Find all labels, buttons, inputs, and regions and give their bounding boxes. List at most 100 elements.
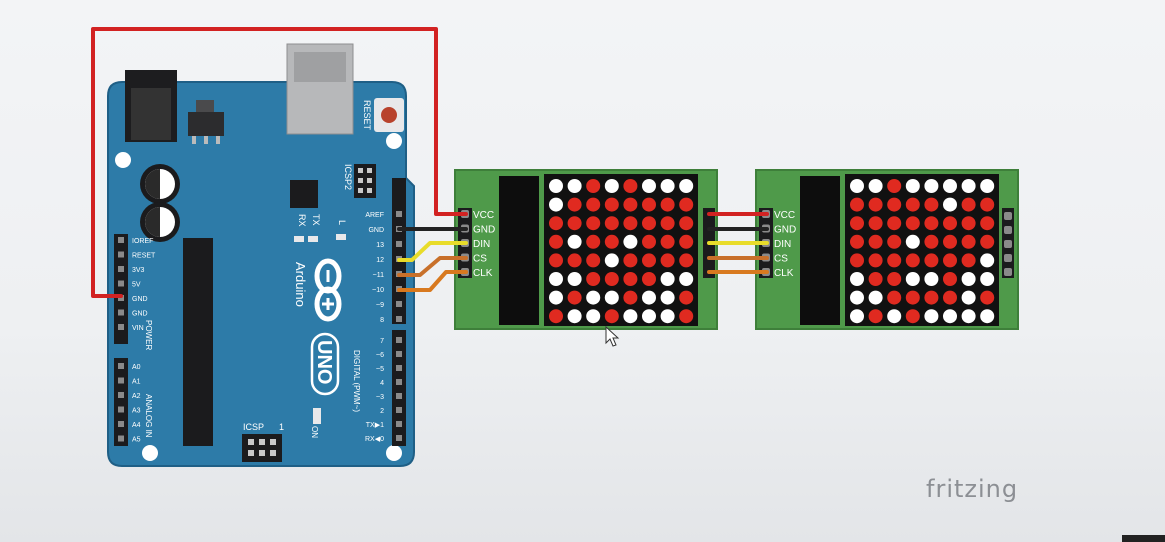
led-off (905, 234, 920, 249)
led-on (868, 253, 883, 268)
header-pin[interactable] (118, 435, 124, 442)
power-pin-label: 3V3 (132, 267, 145, 274)
led-on (980, 216, 995, 231)
led-on (868, 234, 883, 249)
digital-pin-label: ~11 (373, 272, 384, 279)
led-on (642, 216, 656, 231)
header-pin[interactable] (118, 377, 124, 384)
wire-cs[interactable] (397, 256, 468, 277)
l-led (336, 234, 346, 240)
led-off (980, 272, 995, 286)
wire-din[interactable] (397, 241, 468, 262)
header-pin[interactable] (396, 241, 402, 247)
analog-header (114, 358, 128, 446)
led-off (549, 290, 563, 305)
header-pin[interactable] (396, 337, 402, 343)
header-pin[interactable] (118, 421, 124, 427)
led-on (887, 272, 902, 286)
led-off (660, 179, 675, 193)
led-off (642, 309, 656, 324)
wire-clk[interactable] (397, 270, 468, 292)
led-on (980, 234, 995, 249)
led-on (623, 290, 638, 305)
header-pin[interactable] (396, 365, 402, 371)
driver-chip (499, 176, 539, 325)
header-pin[interactable] (396, 379, 402, 385)
led-off (660, 309, 675, 324)
mounting-hole (386, 133, 402, 149)
power-pin-label: 5V (132, 282, 141, 289)
header-pin[interactable] (396, 351, 402, 357)
header-pin[interactable] (396, 421, 402, 427)
led-off (642, 179, 656, 193)
led-off (549, 272, 563, 286)
led-off (868, 290, 883, 305)
led-on (623, 179, 638, 193)
header-pin[interactable] (118, 392, 124, 398)
led-on (961, 197, 976, 212)
led-on (623, 253, 638, 268)
header-pin[interactable] (396, 211, 402, 217)
led-off (623, 309, 638, 324)
header-pin[interactable] (118, 324, 124, 330)
led-off (943, 309, 957, 324)
header-pin[interactable] (118, 406, 124, 413)
reset-button-cap[interactable] (381, 107, 397, 123)
led-on (887, 197, 902, 212)
led-off (660, 272, 675, 286)
led-on (943, 290, 957, 305)
led-on (623, 216, 638, 231)
led-on (549, 309, 563, 324)
led-on (887, 216, 902, 231)
led-on (586, 216, 601, 231)
header-pin[interactable] (118, 280, 124, 287)
led-on (943, 253, 957, 268)
capacitor (140, 202, 180, 242)
header-pin[interactable] (118, 237, 124, 243)
uno-badge: UNO (310, 332, 340, 396)
header-pin[interactable] (396, 316, 402, 322)
usb-inner (294, 52, 346, 82)
led-on (850, 216, 864, 231)
led-on (924, 216, 939, 231)
led-on (905, 253, 920, 268)
uno-label: UNO (313, 340, 335, 384)
digital-pin-label: ~9 (376, 302, 384, 309)
mouse-cursor-icon (605, 325, 620, 347)
led-off (980, 253, 995, 268)
on-led (313, 408, 321, 424)
led-on (868, 309, 883, 324)
led-on (642, 272, 656, 286)
led-on (586, 197, 601, 212)
header-pin[interactable] (396, 407, 402, 413)
led-on (660, 234, 675, 249)
led-on (961, 234, 976, 249)
digital-pin-label: ~3 (376, 394, 384, 401)
header-pin[interactable] (396, 435, 402, 441)
header-pin[interactable] (118, 251, 124, 258)
led-on (850, 234, 864, 249)
led-matrix-panel (845, 174, 999, 326)
led-on (549, 253, 563, 268)
corner-bar (1122, 535, 1165, 542)
analog-in-label: ANALOG IN (144, 394, 153, 438)
led-on (679, 253, 694, 268)
led-off (850, 272, 864, 286)
led-on (943, 234, 957, 249)
header-pin[interactable] (118, 363, 124, 369)
led-on (924, 197, 939, 212)
header-pin[interactable] (396, 301, 402, 307)
led-off (924, 179, 939, 193)
header-pin[interactable] (118, 309, 124, 316)
led-on (567, 216, 582, 231)
regulator-leg (192, 136, 196, 144)
icsp2-header (354, 164, 376, 198)
led-on (549, 216, 563, 231)
power-header (114, 234, 128, 344)
header-pin[interactable] (396, 393, 402, 399)
header-pin[interactable] (118, 266, 124, 272)
icsp-header (242, 434, 282, 462)
analog-pin-label: A3 (132, 408, 141, 415)
wire-vcc[interactable] (91, 27, 468, 298)
led-off (567, 179, 582, 193)
